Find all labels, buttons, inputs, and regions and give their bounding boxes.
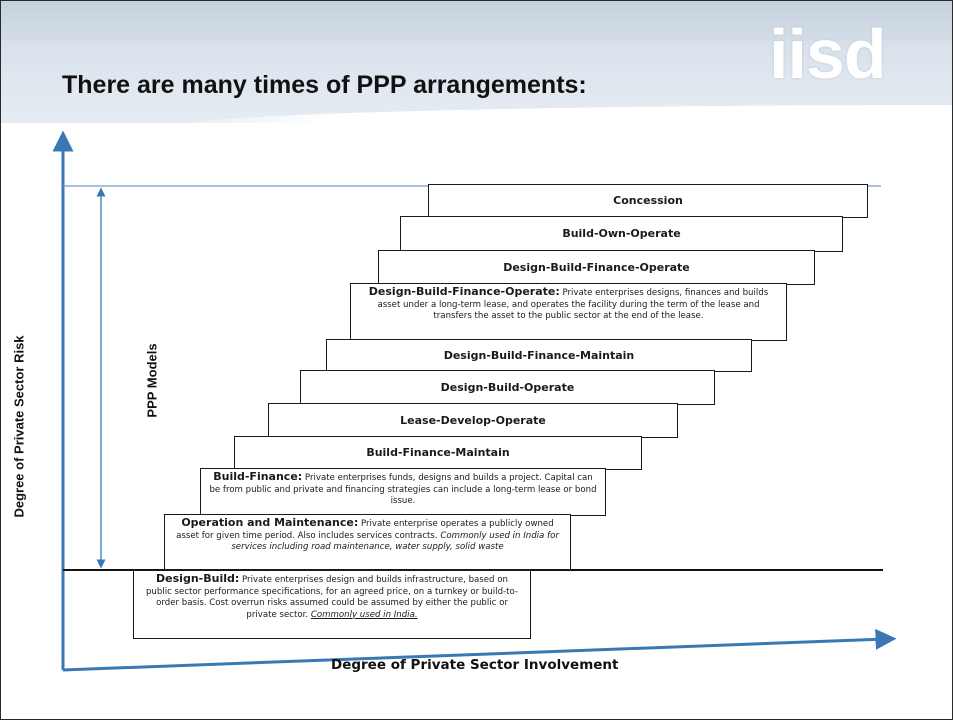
iisd-logo: iisd xyxy=(769,15,887,93)
model-design-build: Design-Build: Private enterprises design… xyxy=(133,570,531,639)
header-band xyxy=(1,1,952,41)
y-axis-label: Degree of Private Sector Risk xyxy=(11,335,27,518)
model-design-build-finance-operate: Design-Build-Finance-Operate xyxy=(378,250,815,285)
model-note: Commonly used in India. xyxy=(310,609,418,620)
model-label: Build-Finance: xyxy=(213,470,303,483)
model-build-own-operate: Build-Own-Operate xyxy=(400,216,843,252)
model-label: Build-Own-Operate xyxy=(562,227,681,241)
model-label: Concession xyxy=(613,194,683,208)
x-axis xyxy=(62,628,897,672)
model-dbfo-description: Design-Build-Finance-Operate: Private en… xyxy=(350,283,787,341)
ppp-models-label: PPP Models xyxy=(144,343,160,418)
model-design-build-finance-maintain: Design-Build-Finance-Maintain xyxy=(326,339,752,372)
x-axis-label: Degree of Private Sector Involvement xyxy=(331,657,619,673)
model-lease-develop-operate: Lease-Develop-Operate xyxy=(268,403,678,438)
slide-header xyxy=(1,1,952,127)
model-label: Build-Finance-Maintain xyxy=(366,446,510,460)
model-label: Operation and Maintenance: xyxy=(181,516,359,529)
model-label: Design-Build: xyxy=(156,572,240,585)
model-build-finance: Build-Finance: Private enterprises funds… xyxy=(200,468,606,516)
model-operation-maintenance: Operation and Maintenance: Private enter… xyxy=(164,514,571,570)
model-description: Private enterprises designs, finances an… xyxy=(377,288,769,321)
model-note: Commonly used in India for services incl… xyxy=(231,530,559,553)
slide-title: There are many times of PPP arrangements… xyxy=(62,71,587,99)
model-label: Design-Build-Finance-Maintain xyxy=(443,348,635,362)
model-description: Private enterprises funds, designs and b… xyxy=(209,473,597,506)
model-concession: Concession xyxy=(428,184,868,218)
model-description: Private enterprise operates a publicly o… xyxy=(176,519,554,541)
model-label: Design-Build-Finance-Operate xyxy=(503,260,690,274)
model-label: Lease-Develop-Operate xyxy=(400,413,546,427)
model-label: Design-Build-Operate xyxy=(440,380,575,394)
model-design-build-operate: Design-Build-Operate xyxy=(300,370,715,405)
model-description: Private enterprises design and builds in… xyxy=(145,575,519,620)
model-label: Design-Build-Finance-Operate: xyxy=(368,285,560,298)
model-build-finance-maintain: Build-Finance-Maintain xyxy=(234,436,642,470)
